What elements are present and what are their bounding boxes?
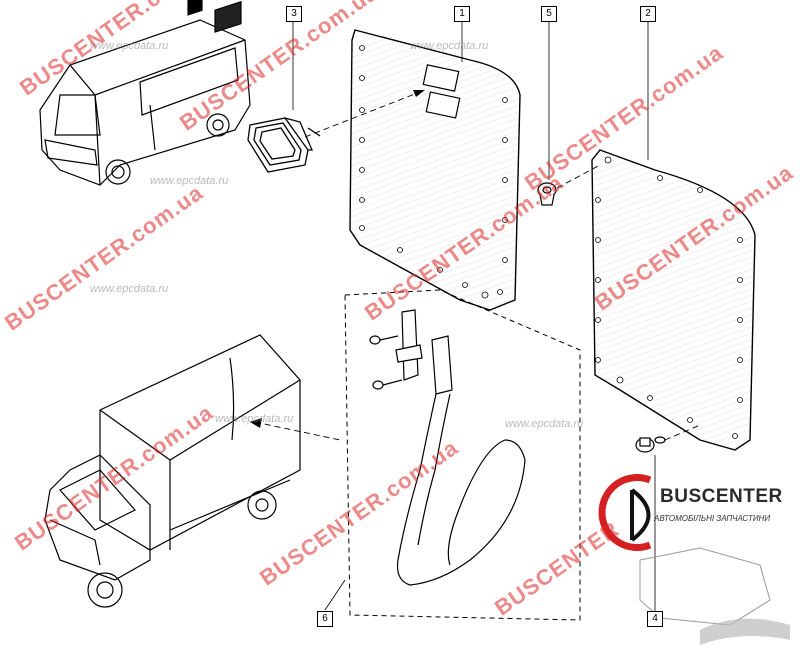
box-truck-illustration — [44, 334, 301, 608]
watermark: www.epcdata.ru — [215, 413, 294, 425]
van-illustration — [39, 0, 251, 186]
callout-6: 6 — [317, 611, 333, 627]
logo-title: BUSCENTER — [660, 486, 783, 507]
rivet-part-4 — [635, 436, 666, 453]
watermark: www.epcdata.ru — [505, 418, 584, 430]
callout-1: 1 — [454, 6, 470, 22]
leader-lines — [254, 89, 701, 441]
door-panel-1 — [349, 29, 521, 311]
callout-5: 5 — [541, 6, 557, 22]
clip-part-5 — [537, 182, 557, 206]
watermark: www.epcdata.ru — [150, 175, 229, 187]
strap-kit-part-6 — [369, 309, 526, 586]
strap-kit-frame — [344, 289, 581, 621]
callout-2: 2 — [640, 6, 656, 22]
door-panel-2 — [591, 149, 756, 451]
watermark: www.epcdata.ru — [410, 40, 489, 52]
arrowhead-vent — [413, 90, 425, 97]
watermark: www.epcdata.ru — [90, 40, 169, 52]
buscenter-logo-mark — [598, 474, 790, 645]
watermark: www.epcdata.ru — [90, 283, 169, 295]
vent-grille-part — [247, 117, 321, 173]
arrowhead-strap — [250, 418, 262, 428]
logo-subtitle: АВТОМОБІЛЬНІ ЗАПЧАСТИНИ — [654, 514, 771, 523]
callout-4: 4 — [647, 611, 663, 627]
callout-3: 3 — [286, 6, 302, 22]
callout-leaders — [292, 22, 656, 612]
